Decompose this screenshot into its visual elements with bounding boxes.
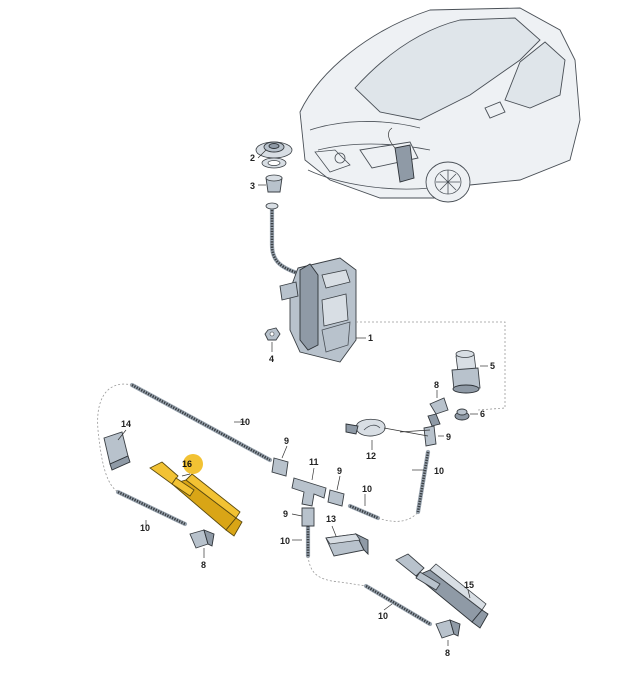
- label-part-6: 6: [480, 409, 485, 419]
- headlight-washer-nozzle-highlighted: [149, 461, 243, 537]
- hose-connector-pump: [423, 425, 437, 447]
- filler-neck-part: [265, 174, 283, 193]
- label-part-11: 11: [309, 457, 319, 467]
- hose-connector-c: [301, 507, 315, 527]
- label-part-10-short: 10: [362, 484, 372, 494]
- label-part-10-right-vertical: 10: [434, 466, 444, 476]
- label-part-9-b: 9: [337, 466, 342, 476]
- hose-holder-clip: [345, 418, 386, 437]
- label-part-3: 3: [250, 181, 255, 191]
- car-illustration: [299, 7, 581, 203]
- nut: [264, 327, 281, 341]
- label-part-8-bottom: 8: [445, 648, 450, 658]
- washer-pump: [451, 350, 481, 394]
- label-part-5: 5: [490, 361, 495, 371]
- label-part-10-top: 10: [240, 417, 250, 427]
- label-part-14: 14: [121, 419, 131, 429]
- hose-elbow-upper: [427, 397, 449, 427]
- seal-ring: [261, 157, 287, 169]
- t-piece: [291, 477, 327, 507]
- headlight-washer-nozzle: [395, 553, 489, 629]
- label-part-12: 12: [366, 451, 376, 461]
- label-part-1: 1: [368, 333, 373, 343]
- highlight-marker: [183, 454, 203, 474]
- washer-reservoir: [279, 257, 357, 363]
- hose-elbow-left: [189, 529, 215, 549]
- pump-grommet: [454, 408, 470, 421]
- label-part-8-left: 8: [201, 560, 206, 570]
- label-part-8-upper: 8: [434, 380, 439, 390]
- label-part-9-a: 9: [284, 436, 289, 446]
- non-return-valve: [325, 532, 369, 557]
- label-part-9-c: 9: [283, 509, 288, 519]
- label-part-10-middle: 10: [280, 536, 290, 546]
- label-part-16: 16: [182, 459, 192, 469]
- label-part-13: 13: [326, 514, 336, 524]
- cover-cap: [103, 431, 131, 471]
- hose-connector-a: [271, 457, 289, 477]
- label-part-9-pump: 9: [446, 432, 451, 442]
- label-part-4: 4: [269, 354, 274, 364]
- label-part-2: 2: [250, 153, 255, 163]
- hose-connector-b: [327, 489, 345, 507]
- label-part-10-left: 10: [140, 523, 150, 533]
- label-part-10-bottom: 10: [378, 611, 388, 621]
- filler-cap: [255, 141, 293, 159]
- hose-elbow-bottom: [435, 619, 461, 639]
- label-part-15: 15: [464, 580, 474, 590]
